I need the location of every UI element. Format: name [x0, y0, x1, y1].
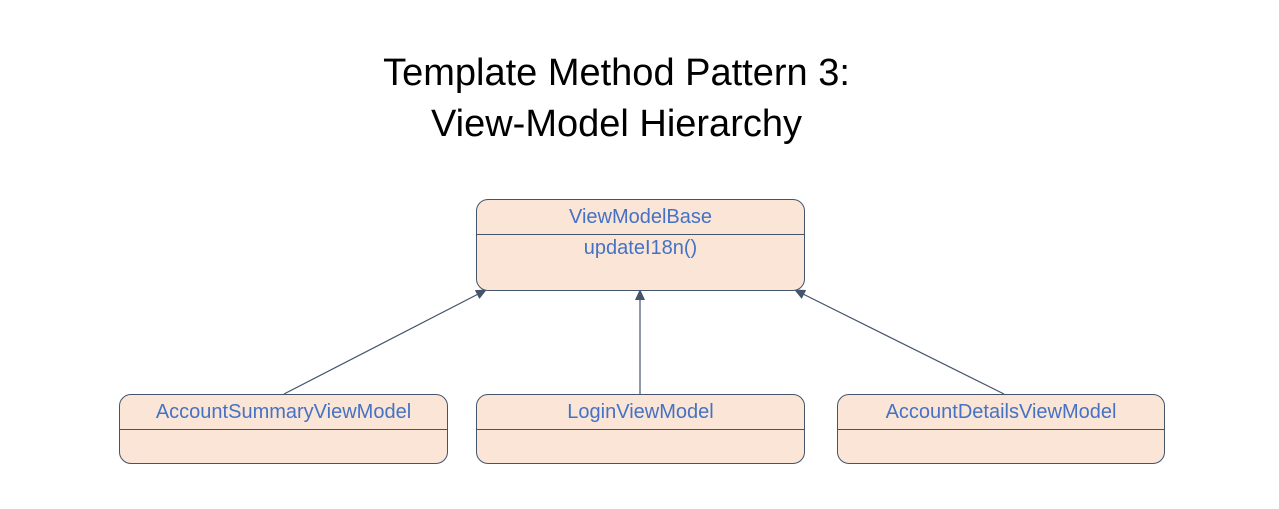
- title-line-2: View-Model Hierarchy: [431, 103, 802, 145]
- class-name-viewmodelbase: ViewModelBase: [477, 200, 804, 235]
- class-box-login-viewmodel[interactable]: LoginViewModel: [476, 394, 805, 464]
- title-line-1: Template Method Pattern 3:: [383, 52, 850, 94]
- class-box-account-details-viewmodel[interactable]: AccountDetailsViewModel: [837, 394, 1165, 464]
- arrow-details-to-base: [794, 289, 1005, 395]
- class-method-update-i18n: updateI18n(): [583, 237, 698, 259]
- class-name-login-viewmodel: LoginViewModel: [477, 395, 804, 430]
- class-name-account-summary-viewmodel: AccountSummaryViewModel: [120, 395, 447, 430]
- class-box-viewmodelbase[interactable]: ViewModelBase updateI18n(): [476, 199, 805, 291]
- slide-title: Template Method Pattern 3: View-Model Hi…: [0, 48, 1233, 150]
- class-name-account-details-viewmodel: AccountDetailsViewModel: [838, 395, 1164, 430]
- arrow-summary-to-base: [283, 289, 487, 395]
- class-box-account-summary-viewmodel[interactable]: AccountSummaryViewModel: [119, 394, 448, 464]
